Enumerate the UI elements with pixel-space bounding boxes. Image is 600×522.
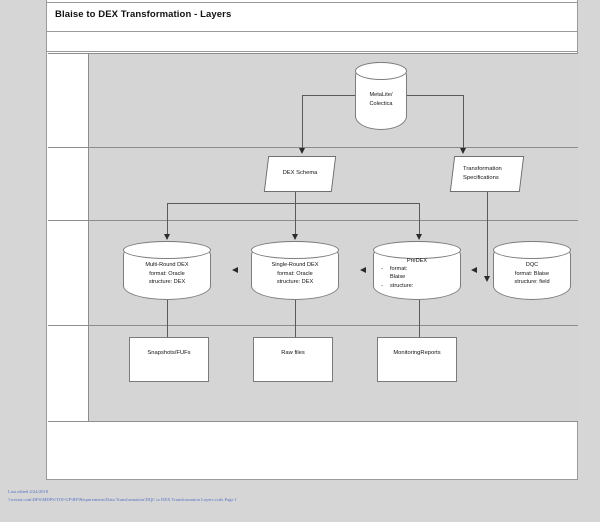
connector-to-multiround bbox=[167, 203, 168, 236]
connector-to-predex bbox=[419, 203, 420, 236]
predex-bullet-marker-2 bbox=[374, 273, 390, 281]
node-predex-label: PreDEX - format: Blaise - structure: bbox=[374, 242, 460, 299]
single-round-dex-line-1: Single-Round DEX bbox=[271, 262, 319, 269]
dqc-line-2: format: Blaise bbox=[514, 270, 550, 277]
predex-bullet-text-2: Blaise bbox=[390, 274, 406, 281]
node-snapshots-fufs-label: Snapshots/FUFs bbox=[147, 350, 191, 356]
predex-bullet-marker-3: - bbox=[381, 282, 383, 289]
node-monitoring-reports-label: MonitoringReports bbox=[393, 350, 441, 356]
page-footer: Last edited 4/24/2018 \\westat.com\DFS\M… bbox=[8, 488, 237, 504]
connector-dexschema-bus bbox=[167, 203, 419, 204]
footer-file-path: \\westat.com\DFS\MDPS\TOI-UP\RP\Requirem… bbox=[8, 497, 237, 503]
multi-round-dex-line-3: structure: DEX bbox=[148, 279, 186, 286]
diagram-subtitle-band bbox=[47, 32, 577, 52]
predex-bullet-text-3: structure: bbox=[390, 282, 414, 289]
node-metalite-colectica-label: MetaLite/ Colectica bbox=[356, 63, 406, 129]
connector-metalite-left-v bbox=[302, 95, 303, 150]
arrowhead-to-multiround bbox=[163, 234, 170, 240]
node-predex[interactable]: PreDEX - format: Blaise - structure: bbox=[373, 241, 461, 300]
node-snapshots-fufs[interactable]: Snapshots/FUFs bbox=[129, 337, 209, 382]
node-dex-schema[interactable]: DEX Schema bbox=[263, 156, 337, 192]
node-transformation-specifications[interactable]: Transformation Specifications bbox=[449, 156, 525, 192]
transformation-specs-line-1: Transformation bbox=[463, 165, 502, 172]
dqc-line-3: structure: field bbox=[514, 279, 550, 286]
connector-metalite-right-h bbox=[406, 95, 464, 96]
cylinder-cap bbox=[493, 241, 571, 259]
arrowhead-into-singleround bbox=[360, 267, 366, 273]
single-round-dex-line-2: format: Oracle bbox=[277, 270, 313, 277]
multi-round-dex-line-1: Multi-Round DEX bbox=[145, 262, 189, 269]
node-raw-files-label: Raw files bbox=[281, 350, 305, 356]
node-transformation-specifications-label: Transformation Specifications bbox=[453, 157, 521, 191]
predex-bullet-row: - format: bbox=[374, 265, 460, 273]
swimlane-1-header bbox=[48, 54, 89, 147]
node-monitoring-reports[interactable]: MonitoringReports bbox=[377, 337, 457, 382]
diagram-page: Blaise to DEX Transformation - Layers bbox=[46, 0, 578, 480]
arrowhead-into-multiround bbox=[232, 267, 238, 273]
transformation-specs-line-2: Specifications bbox=[463, 175, 499, 181]
connector-metalite-right-v bbox=[463, 95, 464, 150]
multi-round-dex-line-2: format: Oracle bbox=[149, 270, 185, 277]
cylinder-cap bbox=[355, 62, 407, 80]
swimlane-1 bbox=[48, 53, 578, 147]
connector-singleround-to-rawfiles bbox=[295, 300, 296, 347]
swimlane-1-body bbox=[89, 54, 578, 147]
node-dqc[interactable]: DQC format: Blaise structure: field bbox=[493, 241, 571, 300]
predex-header: PreDEX bbox=[406, 257, 428, 264]
arrowhead-to-singleround bbox=[291, 234, 298, 240]
swimlane-4-header bbox=[48, 326, 89, 421]
node-single-round-dex-label: Single-Round DEX format: Oracle structur… bbox=[252, 242, 338, 299]
node-multi-round-dex-label: Multi-Round DEX format: Oracle structure… bbox=[124, 242, 210, 299]
page-title: Blaise to DEX Transformation - Layers bbox=[55, 9, 232, 20]
arrowhead-into-predex bbox=[471, 267, 477, 273]
arrowhead-specs-spine bbox=[483, 276, 490, 282]
arrowhead-to-predex bbox=[415, 234, 422, 240]
node-single-round-dex[interactable]: Single-Round DEX format: Oracle structur… bbox=[251, 241, 339, 300]
predex-bullet-row: Blaise bbox=[374, 273, 460, 281]
node-multi-round-dex[interactable]: Multi-Round DEX format: Oracle structure… bbox=[123, 241, 211, 300]
dqc-line-1: DQC bbox=[525, 262, 539, 269]
single-round-dex-line-3: structure: DEX bbox=[276, 279, 314, 286]
connector-metalite-left-h bbox=[302, 95, 355, 96]
diagram-title-bar: Blaise to DEX Transformation - Layers bbox=[47, 2, 577, 32]
arrowhead-to-transformation-specs bbox=[459, 148, 466, 154]
predex-bullet-text-1: format: bbox=[390, 265, 408, 272]
node-metalite-colectica[interactable]: MetaLite/ Colectica bbox=[355, 62, 407, 130]
dex-schema-text: DEX Schema bbox=[282, 170, 318, 177]
connector-multiround-to-snapshots bbox=[167, 300, 168, 347]
connector-specs-spine bbox=[487, 192, 488, 278]
cylinder-cap bbox=[251, 241, 339, 259]
metalite-line-1: MetaLite/ bbox=[369, 91, 393, 98]
cylinder-cap bbox=[373, 241, 461, 259]
connector-predex-to-reports bbox=[419, 300, 420, 347]
cylinder-cap bbox=[123, 241, 211, 259]
node-dqc-label: DQC format: Blaise structure: field bbox=[494, 242, 570, 299]
predex-bullet-marker-1: - bbox=[381, 265, 383, 272]
node-dex-schema-label: DEX Schema bbox=[267, 157, 333, 191]
footer-last-edited: Last edited 4/24/2018 bbox=[8, 489, 49, 494]
connector-to-singleround bbox=[295, 203, 296, 236]
swimlane-2-header bbox=[48, 148, 89, 220]
metalite-line-2: Colectica bbox=[369, 100, 393, 107]
arrowhead-to-dex-schema bbox=[298, 148, 305, 154]
connector-dexschema-stub bbox=[295, 192, 296, 203]
swimlane-3-header bbox=[48, 221, 89, 325]
node-raw-files[interactable]: Raw files bbox=[253, 337, 333, 382]
predex-bullet-row: - structure: bbox=[374, 282, 460, 290]
